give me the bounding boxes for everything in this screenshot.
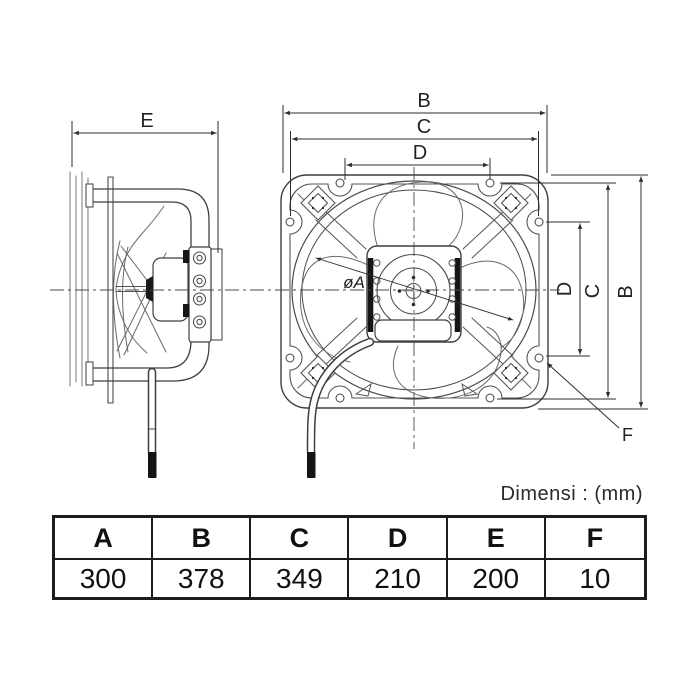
dimensions: E B C D (71, 90, 648, 445)
outer-frame (280, 174, 549, 409)
dim-label-c-top: C (417, 116, 431, 138)
table-header-f: F (545, 518, 644, 560)
dim-c-right: C (497, 182, 616, 400)
dim-label-b-top: B (417, 90, 430, 112)
table-value-a: 300 (55, 560, 154, 597)
fan-blade-side-profile (113, 240, 167, 359)
dim-d-top: D (344, 142, 491, 180)
power-cord-front (306, 337, 375, 478)
table-header-c: C (251, 518, 350, 560)
technical-drawing: øA E B C (50, 90, 648, 478)
motor-body-side (152, 257, 189, 322)
dim-label-e: E (140, 110, 153, 132)
table-value-d: 210 (349, 560, 448, 597)
table-value-b: 378 (153, 560, 252, 597)
screw-heads (193, 251, 206, 329)
hub-shaft-side (115, 276, 153, 302)
dim-f: F (546, 362, 633, 445)
dim-label-b-right: B (615, 285, 637, 298)
table-header-a: A (55, 518, 154, 560)
dim-c-top: C (290, 116, 539, 216)
fan-diameter-annotation: øA (315, 257, 514, 321)
motor-plate-side (183, 246, 212, 343)
wall-panel (69, 171, 89, 387)
dim-label-c-right: C (582, 284, 604, 298)
bottom-marks (354, 382, 479, 397)
dim-d-right: D (546, 221, 590, 357)
units-note: Dimensi : (mm) (500, 483, 643, 505)
dim-label-fan-diameter: øA (343, 273, 365, 292)
dim-b-top: B (282, 90, 548, 173)
inner-frame-contour (289, 183, 540, 399)
table-value-f: 10 (579, 562, 611, 594)
front-view: øA (280, 174, 549, 478)
mounting-holes (285, 178, 544, 403)
table-header-e: E (447, 518, 546, 560)
rear-plate-side (210, 248, 223, 341)
dim-e: E (71, 110, 219, 253)
mounting-bracket (85, 183, 210, 386)
power-cord-side (147, 367, 157, 478)
dim-label-d-right: D (554, 282, 576, 296)
bellmouth-profile (115, 205, 165, 354)
table-value-c: 349 (251, 560, 350, 597)
corner-struts (315, 210, 514, 366)
side-view (69, 171, 223, 478)
table-value-e: 200 (448, 560, 546, 597)
nameplate (374, 319, 452, 342)
dim-b-right: B (538, 174, 648, 410)
dim-label-f: F (622, 425, 633, 445)
table-header-d: D (349, 518, 448, 560)
dim-label-d-top: D (413, 142, 427, 164)
table-header-b: B (153, 518, 252, 560)
dimension-table: A B C D E F 300 378 349 210 200 10 (52, 515, 647, 600)
centerlines (50, 167, 560, 449)
